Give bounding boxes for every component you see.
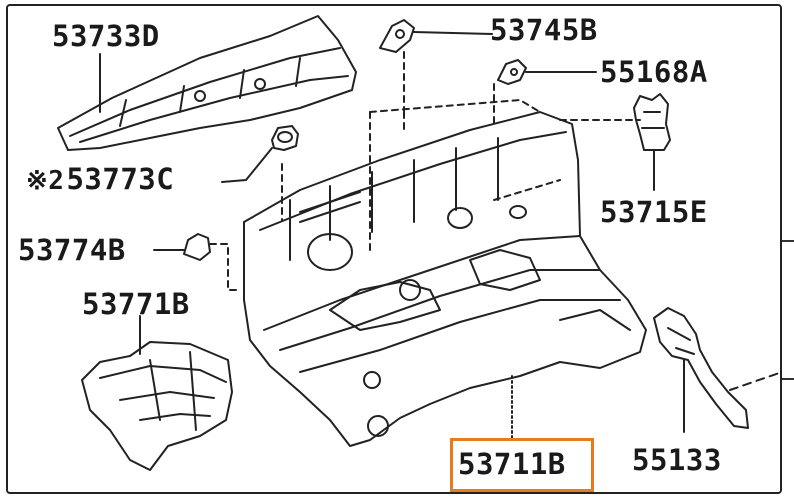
label-53773c-text: 53773C xyxy=(66,162,175,196)
label-53771b[interactable]: 53771B xyxy=(82,287,190,321)
part-53773c-grommet[interactable] xyxy=(221,125,299,183)
selected-part-highlight xyxy=(450,438,594,492)
page-edge-tick-lower xyxy=(782,378,794,380)
note-mark: ※2 xyxy=(26,166,65,196)
assembly-lines xyxy=(281,99,641,251)
label-53711b[interactable]: 53711B xyxy=(458,447,566,481)
page-edge-tick-upper xyxy=(782,240,794,242)
part-53771b-bracket[interactable] xyxy=(81,329,233,471)
part-53733d-rail[interactable] xyxy=(57,15,357,151)
label-53774b[interactable]: 53774B xyxy=(18,233,126,267)
part-53711b-dash-panel[interactable] xyxy=(243,111,647,447)
part-55133-bracket[interactable] xyxy=(653,307,783,433)
label-55168a[interactable]: 55168A xyxy=(600,55,708,89)
label-53733d[interactable]: 53733D xyxy=(52,19,160,53)
label-53745b[interactable]: 53745B xyxy=(490,13,598,47)
part-53715e-bracket[interactable] xyxy=(633,93,671,191)
label-53715e[interactable]: 53715E xyxy=(600,195,708,229)
label-53773c[interactable]: ※253773C xyxy=(26,162,175,196)
label-55133[interactable]: 55133 xyxy=(632,443,722,477)
part-53745b-clip[interactable] xyxy=(379,19,493,113)
diagram-frame xyxy=(6,4,782,494)
leader-lines xyxy=(99,53,141,331)
part-53774b-clip[interactable] xyxy=(153,233,241,291)
